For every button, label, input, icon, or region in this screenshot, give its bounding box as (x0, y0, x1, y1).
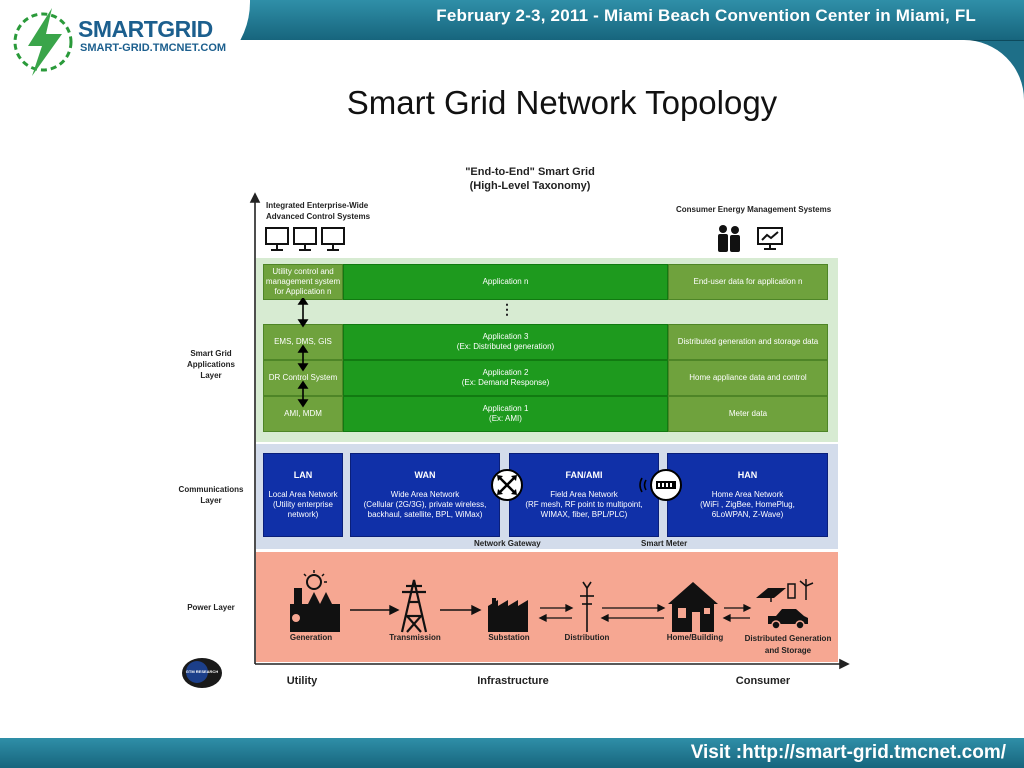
chart-monitor-icon (757, 227, 783, 250)
comm-layer-line1: Communications (178, 485, 244, 494)
app-row-1-center: Application 1 (Ex: AMI) (343, 396, 668, 432)
lan-line3: network) (287, 510, 319, 519)
enterprise-label-line1: Integrated Enterprise-Wide (266, 201, 369, 210)
wan-line3: backhaul, satellite, BPL, WiMax) (367, 510, 483, 519)
han-line1: Home Area Network (711, 490, 784, 499)
dg-label-line1: Distributed Generation (744, 634, 832, 643)
lan-line2: (Utility enterprise (272, 500, 333, 509)
substation-label: Substation (488, 633, 530, 642)
app-3-example: (Ex: Distributed generation) (456, 342, 555, 351)
lan-box: LAN Local Area Network (Utility enterpri… (263, 453, 343, 537)
diagram-title-line2: (High-Level Taxonomy) (469, 180, 591, 192)
footer-link[interactable]: Visit :http://smart-grid.tmcnet.com/ (690, 742, 1006, 763)
network-gateway-label: Network Gateway (474, 539, 541, 548)
family-icon (718, 225, 740, 252)
logo-name: SMARTGRID (78, 16, 213, 42)
power-flow-graphic (290, 570, 814, 633)
applications-layer-label: Smart Grid Applications Layer (176, 348, 246, 381)
apps-ellipsis: ⋮ (500, 301, 514, 317)
generation-label: Generation (289, 633, 333, 642)
app-row-n-right: End-user data for application n (668, 264, 828, 300)
dg-label-line2: and Storage (764, 646, 812, 655)
monitors-icon (265, 227, 345, 251)
wan-abbr: WAN (414, 470, 436, 480)
wan-line1: Wide Area Network (390, 490, 460, 499)
smart-meter-label: Smart Meter (641, 539, 688, 548)
power-band (256, 552, 838, 662)
logo-url: SMART-GRID.TMCNET.COM (80, 42, 227, 54)
app-row-3-right: Distributed generation and storage data (668, 324, 828, 360)
diagram-title-line1: "End-to-End" Smart Grid (465, 166, 595, 178)
app-1-example: (Ex: AMI) (489, 414, 522, 423)
home-building-label: Home/Building (666, 633, 724, 642)
logo-panel: SMARTGRID SMART-GRID.TMCNET.COM (0, 0, 250, 82)
distribution-pole-icon (580, 581, 594, 632)
app-row-2-center: Application 2 (Ex: Demand Response) (343, 360, 668, 396)
home-building-icon (668, 582, 718, 632)
smart-meter-icon (639, 469, 682, 501)
network-gateway-icon (491, 469, 523, 501)
dg-storage-label: Distributed Generation and Storage (738, 633, 838, 657)
wan-box: WAN Wide Area Network (Cellular (2G/3G),… (350, 453, 500, 537)
app-row-3-center: Application 3 (Ex: Distributed generatio… (343, 324, 668, 360)
fan-line2: (RF mesh, RF point to multipoint, (525, 500, 643, 509)
app-1-title: Application 1 (482, 404, 529, 413)
footer-bar (0, 738, 1024, 768)
generation-plant-icon (290, 570, 340, 632)
enterprise-label: Integrated Enterprise-Wide Advanced Cont… (266, 200, 370, 222)
lan-line1: Local Area Network (268, 490, 338, 499)
communications-layer-label: Communications Layer (170, 484, 252, 506)
power-layer-label: Power Layer (187, 603, 235, 612)
enterprise-label-line2: Advanced Control Systems (266, 212, 371, 221)
han-box: HAN Home Area Network (WiFi , ZigBee, Ho… (667, 453, 828, 537)
han-line2: (WiFi , ZigBee, HomePlug, (700, 500, 795, 509)
gtm-badge-text: GTM RESEARCH (185, 669, 219, 674)
app-row-1-right: Meter data (668, 396, 828, 432)
app-2-title: Application 2 (482, 368, 529, 377)
axis-infrastructure-label: Infrastructure (477, 675, 549, 687)
app-row-2-right: Home appliance data and control (668, 360, 828, 396)
han-abbr: HAN (737, 470, 758, 480)
axis-consumer-label: Consumer (735, 675, 791, 687)
diagram-axes (249, 192, 850, 670)
lightning-logo-icon (13, 8, 73, 76)
fan-line3: WIMAX, fiber, BPL/PLC) (540, 510, 628, 519)
apps-layer-line2: Applications (186, 360, 235, 369)
app-row-n-center: Application n (343, 264, 668, 300)
slide-title: Smart Grid Network Topology (346, 84, 778, 121)
app-2-example: (Ex: Demand Response) (461, 378, 550, 387)
lan-abbr: LAN (293, 470, 313, 480)
han-line3: 6LoWPAN, Z-Wave) (711, 510, 784, 519)
consumer-ems-label: Consumer Energy Management Systems (676, 205, 832, 214)
gtm-badge: GTM RESEARCH (182, 658, 222, 688)
distributed-generation-icon (756, 579, 814, 630)
event-banner: February 2-3, 2011 - Miami Beach Convent… (436, 6, 976, 25)
wan-line2: (Cellular (2G/3G), private wireless, (363, 500, 487, 509)
comm-layer-line2: Layer (200, 496, 222, 505)
apps-layer-line1: Smart Grid (190, 349, 232, 358)
diagram-title: "End-to-End" Smart Grid (High-Level Taxo… (430, 165, 630, 193)
distribution-label: Distribution (564, 633, 610, 642)
app-n-title: Application n (482, 277, 529, 286)
fan-ami-box: FAN/AMI Field Area Network (RF mesh, RF … (509, 453, 659, 537)
axis-utility-label: Utility (286, 675, 318, 687)
transmission-label: Transmission (389, 633, 441, 642)
app-row-n-left: Utility control and management system fo… (263, 264, 343, 300)
control-arrows-icon (297, 298, 309, 408)
fan-line1: Field Area Network (550, 490, 618, 499)
transmission-tower-icon (400, 579, 428, 633)
fan-abbr: FAN/AMI (565, 470, 603, 480)
app-3-title: Application 3 (482, 332, 529, 341)
apps-layer-line3: Layer (200, 371, 222, 380)
substation-icon (488, 598, 528, 632)
